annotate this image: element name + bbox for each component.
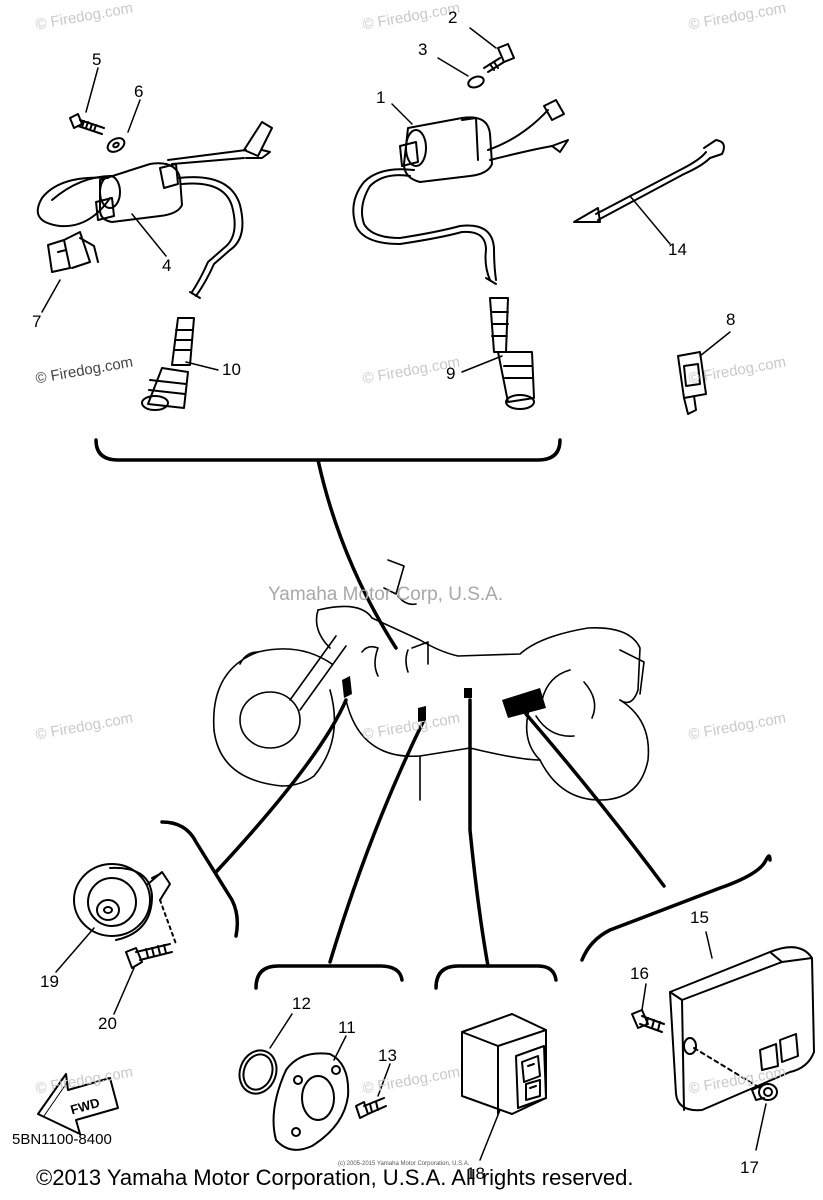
leader-top [316, 458, 398, 650]
screw-part-5 [69, 113, 105, 135]
diagram-code: 5BN1100-8400 [12, 1131, 112, 1148]
washer-part-6 [106, 137, 126, 153]
callout-13: 13 [378, 1046, 397, 1065]
horn-location-marker [342, 676, 352, 698]
callout-7: 7 [32, 312, 42, 331]
callout-9: 9 [446, 364, 456, 383]
bracket-regulator [580, 854, 772, 962]
cdi-location-marker [464, 688, 472, 698]
callout-4: 4 [162, 256, 172, 275]
bolt-part-20 [125, 943, 173, 969]
bracket-cdi [434, 964, 558, 990]
callout-12: 12 [292, 994, 311, 1013]
callout-14: 14 [668, 240, 687, 259]
leader-pickup [328, 718, 426, 964]
callout-8: 8 [726, 310, 736, 329]
ignition-coil-right [352, 99, 569, 285]
ground-wire-14 [573, 139, 725, 223]
screw-part-16 [631, 1009, 665, 1033]
copyright-notice: ©2013 Yamaha Motor Corporation, U.S.A. A… [36, 1165, 634, 1190]
regulator-location-marker [502, 688, 546, 718]
horn-part-19 [73, 863, 177, 945]
pickup-location-marker [418, 706, 426, 722]
callout-19: 19 [40, 972, 59, 991]
washer-part-3 [467, 75, 485, 89]
clamp-part-7 [47, 231, 99, 273]
callout-11: 11 [338, 1018, 356, 1037]
callout-20: 20 [98, 1014, 117, 1033]
o-ring-part-12 [238, 1049, 278, 1095]
callout-5: 5 [92, 50, 102, 69]
motorcycle-outline [212, 559, 650, 801]
leader-horn [214, 698, 348, 874]
callout-2: 2 [448, 8, 458, 27]
top-bracket [94, 438, 562, 462]
clip-part-8 [677, 351, 707, 415]
bracket-pickup [254, 964, 404, 990]
callout-17: 17 [740, 1158, 759, 1177]
regulator-part-15 [669, 946, 815, 1112]
callout-10: 10 [222, 360, 241, 379]
callout-3: 3 [418, 40, 428, 59]
screw-part-13 [355, 1097, 387, 1119]
leader-regulator [524, 712, 666, 888]
callout-6: 6 [134, 82, 144, 101]
pickup-cover-part-11 [272, 1052, 350, 1151]
fwd-arrow-icon [37, 1073, 119, 1135]
leader-cdi [468, 698, 490, 968]
callout-16: 16 [630, 964, 649, 983]
screw-part-2 [483, 43, 515, 73]
bracket-horn [160, 820, 240, 938]
center-watermark: Yamaha Motor Corp, U.S.A. [268, 584, 504, 605]
tiny-copyright: (c) 2005-2015 Yamaha Motor Corporation, … [338, 1161, 470, 1167]
spark-plug-cap-10 [141, 317, 195, 411]
callout-1: 1 [376, 88, 386, 107]
callout-15: 15 [690, 908, 709, 927]
callout-leaders [41, 27, 767, 1161]
ignition-coil-left [36, 121, 273, 299]
callout-18: 18 [466, 1164, 485, 1183]
cdi-unit-part-18 [461, 1013, 547, 1115]
collar-part-17 [751, 1083, 778, 1101]
spark-plug-cap-9 [489, 297, 535, 410]
